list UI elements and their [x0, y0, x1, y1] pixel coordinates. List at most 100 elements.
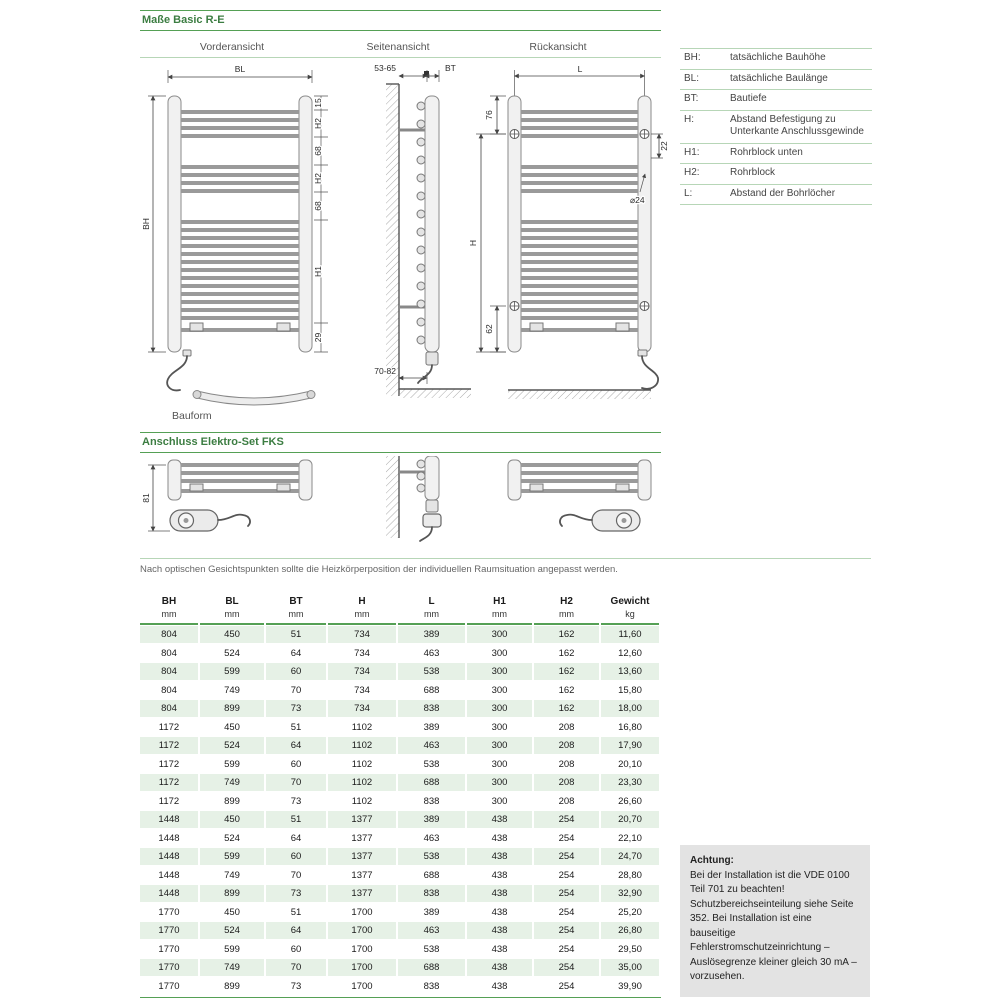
table-cell: 15,80 [601, 681, 659, 699]
position-note: Nach optischen Gesichtspunkten sollte di… [140, 564, 618, 575]
table-cell: 64 [266, 921, 326, 940]
legend-item: H:Abstand Befestigung zu Unterkante Ansc… [680, 111, 872, 144]
table-cell: 599 [200, 755, 264, 773]
table-cell: 438 [467, 940, 532, 958]
table-cell: 23,30 [601, 773, 659, 792]
legend-key: BT: [684, 93, 699, 104]
table-cell: 734 [328, 662, 396, 681]
bauform-curve [196, 390, 312, 406]
side-view-label: Seitenansicht [366, 41, 430, 53]
legend-desc: Abstand der Bohrlöcher [730, 187, 836, 199]
dim-label-bottom-clearance: 70-82 [374, 366, 396, 376]
view-label-divider [140, 57, 661, 58]
table-cell: 1377 [328, 829, 396, 847]
elektro-drawings: 81 [140, 456, 652, 542]
table-cell: 51 [266, 903, 326, 921]
table-cell: 70 [266, 866, 326, 884]
front-view-drawing: BL BH 15 H2 68 H2 68 H1 29 [140, 63, 328, 406]
table-cell: 688 [398, 866, 465, 884]
column-header-unit: mm [424, 608, 439, 619]
reference-marker [424, 71, 429, 76]
dim-label-h2-lower: H2 [313, 173, 323, 184]
table-cell: 254 [534, 977, 599, 995]
table-cell: 450 [200, 903, 264, 921]
side-view-drawing: 53-65 BT 70-82 [373, 62, 471, 398]
table-cell: 899 [200, 884, 264, 903]
legend-key: H1: [684, 146, 700, 158]
table-cell: 35,00 [601, 958, 659, 977]
note-divider [140, 558, 871, 559]
table-cell: 838 [398, 977, 465, 995]
dim-label-hole-dia: ⌀24 [630, 195, 645, 205]
legend-item: BH: tatsächliche Bauhöhe [680, 49, 872, 70]
table-cell: 60 [266, 662, 326, 681]
table-cell: 389 [398, 625, 465, 644]
table-cell: 13,60 [601, 662, 659, 681]
table-cell: 1700 [328, 958, 396, 977]
table-cell: 1102 [328, 773, 396, 792]
table-cell: 64 [266, 644, 326, 662]
table-cell: 51 [266, 718, 326, 736]
top-divider [140, 10, 661, 11]
table-cell: 300 [467, 699, 532, 718]
table-cell: 524 [200, 829, 264, 847]
dimension-drawings: BL BH 15 H2 68 H2 68 H1 29 [140, 62, 670, 406]
table-cell: 60 [266, 940, 326, 958]
dim-label-bl: BL [235, 64, 246, 74]
table-cell: 1377 [328, 866, 396, 884]
column-header-unit: mm [161, 608, 177, 619]
warning-title: Achtung: [690, 855, 734, 866]
table-cell: 1700 [328, 940, 396, 958]
table-cell: 11,60 [601, 625, 659, 644]
elektro-top-divider [140, 432, 661, 433]
table-cell: 25,20 [601, 903, 659, 921]
dim-label-h: H [468, 240, 478, 246]
table-cell: 20,70 [601, 810, 659, 829]
column-header-unit: kg [625, 608, 635, 619]
table-cell: 688 [398, 681, 465, 699]
table-cell: 300 [467, 625, 532, 644]
table-cell: 524 [200, 921, 264, 940]
table-cell: 300 [467, 773, 532, 792]
table-cell: 51 [266, 625, 326, 644]
table-cell: 804 [140, 662, 198, 681]
table-cell: 463 [398, 829, 465, 847]
legend-desc: tatsächliche Bauhöhe [730, 52, 826, 63]
table-cell: 450 [200, 718, 264, 736]
table-cell: 254 [534, 958, 599, 977]
table-cell: 899 [200, 792, 264, 810]
column-header-label: BL [225, 596, 239, 607]
table-cell: 838 [398, 699, 465, 718]
rear-view-drawing: L 76 H 62 [467, 63, 670, 399]
table-cell: 463 [398, 921, 465, 940]
dim-label-62: 62 [484, 324, 494, 334]
legend-desc: tatsächliche Baulänge [730, 72, 828, 84]
table-cell: 450 [200, 625, 264, 644]
table-cell: 804 [140, 699, 198, 718]
table-cell: 208 [534, 755, 599, 773]
table-cell: 300 [467, 755, 532, 773]
dim-label-wall-clearance: 53-65 [374, 63, 396, 73]
table-cell: 599 [200, 662, 264, 681]
table-cell: 463 [398, 644, 465, 662]
table-cell: 26,80 [601, 921, 659, 940]
table-cell: 300 [467, 644, 532, 662]
table-cell: 734 [328, 625, 396, 644]
table-cell: 1172 [140, 718, 198, 736]
dim-label-76: 76 [484, 110, 494, 120]
table-cell: 208 [534, 773, 599, 792]
table-cell: 538 [398, 755, 465, 773]
table-cell: 1448 [140, 884, 198, 903]
legend-key: BH: [684, 52, 701, 63]
